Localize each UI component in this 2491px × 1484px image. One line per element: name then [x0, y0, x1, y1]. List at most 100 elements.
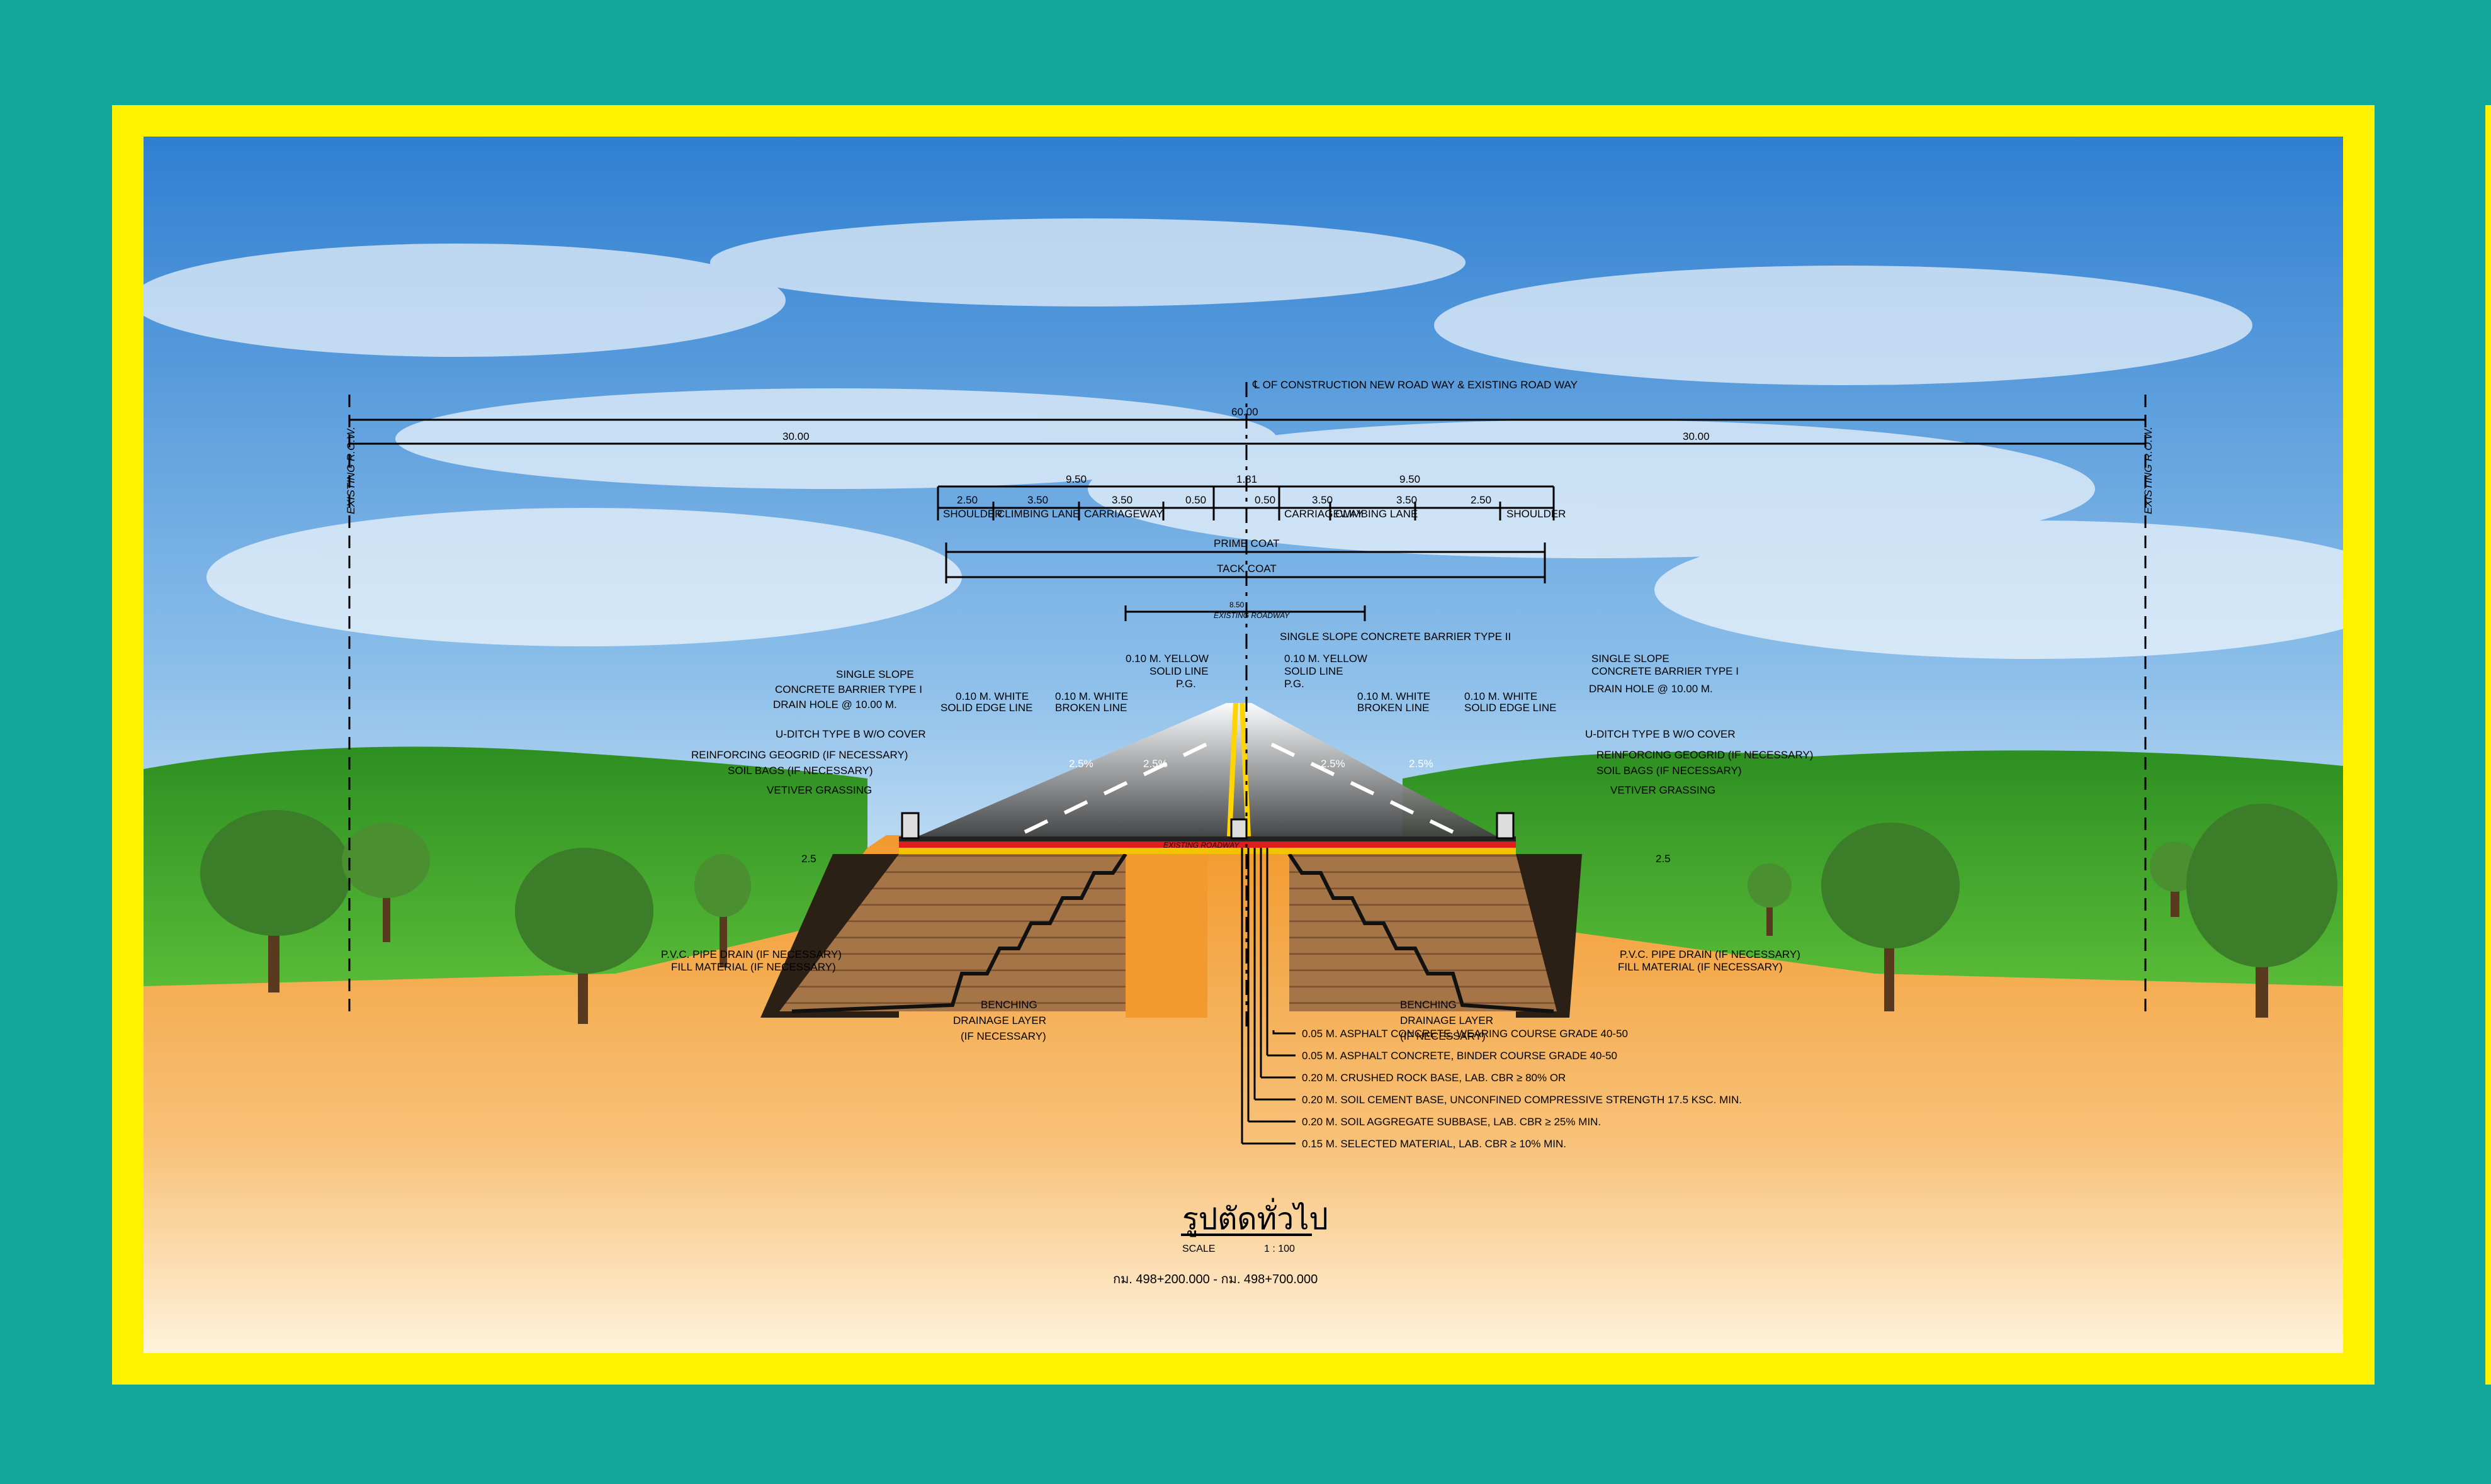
white-edge-left-1: 0.10 M. WHITE [956, 690, 1029, 702]
side-left-4: VETIVER GRASSING [767, 784, 872, 796]
side-left-2: REINFORCING GEOGRID (IF NECESSARY) [691, 749, 908, 761]
barrier-right [1496, 812, 1515, 840]
side-right-3: SOIL BAGS (IF NECESSARY) [1596, 765, 1742, 777]
barrier-right-3: DRAIN HOLE @ 10.00 M. [1589, 683, 1713, 695]
barrier-type2: SINGLE SLOPE CONCRETE BARRIER TYPE II [1280, 631, 1511, 643]
benching-right [1287, 853, 1554, 1013]
side-left-3: SOIL BAGS (IF NECESSARY) [728, 765, 873, 777]
white-broken-left-1: 0.10 M. WHITE [1055, 690, 1128, 702]
half-road-right: 9.50 [1399, 473, 1420, 485]
core-left [1126, 854, 1207, 1018]
layer-1: 0.05 M. ASPHALT CONCRETE, WEARING COURSE… [1302, 1028, 1628, 1040]
layer-base [899, 848, 1516, 854]
station-range: กม. 498+200.000 - กม. 498+700.000 [1113, 1273, 1318, 1286]
slope-left-1: 2.5% [1069, 758, 1093, 770]
slope-right-1: 2.5% [1321, 758, 1345, 770]
right-edge-strip [2485, 105, 2491, 1385]
scale-value: 1 : 100 [1264, 1244, 1295, 1254]
broken-line-left [1024, 739, 1215, 834]
broken-line-right [1263, 739, 1454, 834]
benching-right-2: DRAINAGE LAYER [1400, 1015, 1493, 1026]
white-edge-right-2: SOLID EDGE LINE [1464, 702, 1556, 714]
dim-median-left: 0.50 [1185, 494, 1206, 506]
slope-right-2: 2.5% [1409, 758, 1433, 770]
bottom-left-2: FILL MATERIAL (IF NECESSARY) [671, 961, 836, 973]
layer-5: 0.20 M. SOIL AGGREGATE SUBBASE, LAB. CBR… [1302, 1116, 1601, 1128]
dim-shoulder-left: 2.50 [957, 494, 978, 506]
layer-6: 0.15 M. SELECTED MATERIAL, LAB. CBR ≥ 10… [1302, 1138, 1566, 1150]
yellow-right-3: P.G. [1284, 678, 1304, 690]
slope-ratio-right: 2.5 [1656, 853, 1671, 865]
layer-4: 0.20 M. SOIL CEMENT BASE, UNCONFINED COM… [1302, 1094, 1742, 1106]
lane-shoulder-right: SHOULDER [1506, 508, 1566, 520]
benching-left [791, 853, 1127, 1013]
side-right-1: U-DITCH TYPE B W/O COVER [1585, 728, 1736, 740]
barrier-left-1: SINGLE SLOPE [836, 668, 914, 680]
clouds [144, 218, 2343, 659]
layer-wearing [899, 836, 1516, 841]
row-right-label: EXISTING R.O.W. [2142, 427, 2154, 514]
median-width: 1.81 [1236, 473, 1257, 485]
slope-ratio-left: 2.5 [801, 853, 816, 865]
layer-2: 0.05 M. ASPHALT CONCRETE, BINDER COURSE … [1302, 1050, 1617, 1062]
section-title: รูปตัดทั่วไป [1182, 1198, 1328, 1237]
scale-label: SCALE [1182, 1244, 1215, 1254]
benching-right-3: (IF NECESSARY) [1400, 1030, 1486, 1042]
lane-climbing-right: CLIMBING LANE [1335, 508, 1418, 520]
layer-binder [899, 841, 1516, 848]
lane-shoulder-left: SHOULDER [943, 508, 1002, 520]
white-edge-left-2: SOLID EDGE LINE [940, 702, 1032, 714]
lane-climbing-left: CLIMBING LANE [997, 508, 1080, 520]
trees [200, 804, 2337, 1024]
side-right-2: REINFORCING GEOGRID (IF NECESSARY) [1596, 749, 1813, 761]
row-left-label: EXISTING R.O.W. [345, 427, 357, 514]
half-right: 30.00 [1683, 430, 1710, 442]
benching-right-1: BENCHING [1400, 999, 1457, 1011]
existing-width: 8.50 [1229, 600, 1245, 609]
yellow-left-1: 0.10 M. YELLOW [1126, 653, 1209, 665]
yellow-right-2: SOLID LINE [1284, 665, 1343, 677]
dim-carriage-left: 3.50 [1112, 494, 1133, 506]
embankment-left [779, 854, 1126, 1011]
dim-climbing-left: 3.50 [1027, 494, 1048, 506]
tack-coat: TACK COAT [1217, 563, 1277, 575]
benching-left-2: DRAINAGE LAYER [953, 1015, 1046, 1026]
benching-left-3: (IF NECESSARY) [961, 1030, 1046, 1042]
barrier-left [901, 812, 920, 840]
yellow-left-2: SOLID LINE [1149, 665, 1209, 677]
white-broken-left-2: BROKEN LINE [1055, 702, 1127, 714]
soil-ground [144, 835, 2343, 1353]
yellow-line-left [1227, 702, 1238, 837]
existing-roadway: EXISTING ROADWAY [1214, 611, 1290, 620]
bottom-right-2: FILL MATERIAL (IF NECESSARY) [1618, 961, 1783, 973]
layer-3: 0.20 M. CRUSHED ROCK BASE, LAB. CBR ≥ 80… [1302, 1072, 1566, 1084]
side-left-1: U-DITCH TYPE B W/O COVER [776, 728, 926, 740]
road-perspective [918, 703, 1497, 836]
barrier-left-2: CONCRETE BARRIER TYPE I [775, 683, 922, 695]
centerline-label: ℄ OF CONSTRUCTION NEW ROAD WAY & EXISTIN… [1252, 379, 1578, 391]
cross-section-scene: ℄ OF CONSTRUCTION NEW ROAD WAY & EXISTIN… [144, 137, 2343, 1353]
white-broken-right-2: BROKEN LINE [1357, 702, 1429, 714]
diagram-panel: ℄ OF CONSTRUCTION NEW ROAD WAY & EXISTIN… [144, 137, 2343, 1353]
lane-carriage-left: CARRIAGEWAY [1084, 508, 1163, 520]
yellow-right-1: 0.10 M. YELLOW [1284, 653, 1367, 665]
dim-median-right: 0.50 [1255, 494, 1275, 506]
dim-climbing-right: 3.50 [1396, 494, 1417, 506]
barrier-left-3: DRAIN HOLE @ 10.00 M. [773, 699, 897, 711]
barrier-center [1230, 818, 1248, 840]
half-left: 30.00 [782, 430, 810, 442]
grass-left [144, 746, 867, 1024]
yellow-left-3: P.G. [1176, 678, 1196, 690]
benching-left-1: BENCHING [981, 999, 1037, 1011]
dimension-lines [348, 382, 2147, 1236]
white-edge-right-1: 0.10 M. WHITE [1464, 690, 1537, 702]
yellow-frame: ℄ OF CONSTRUCTION NEW ROAD WAY & EXISTIN… [112, 105, 2375, 1385]
total-width: 60.00 [1231, 406, 1258, 418]
bottom-right-1: P.V.C. PIPE DRAIN (IF NECESSARY) [1620, 948, 1800, 960]
existing-roadway-2: EXISTING ROADWAY [1163, 841, 1240, 850]
barrier-right-2: CONCRETE BARRIER TYPE I [1591, 665, 1739, 677]
side-right-4: VETIVER GRASSING [1610, 784, 1715, 796]
embankment-right [1289, 854, 1557, 1011]
slope-left-2: 2.5% [1143, 758, 1168, 770]
prime-coat: PRIME COAT [1214, 537, 1280, 549]
